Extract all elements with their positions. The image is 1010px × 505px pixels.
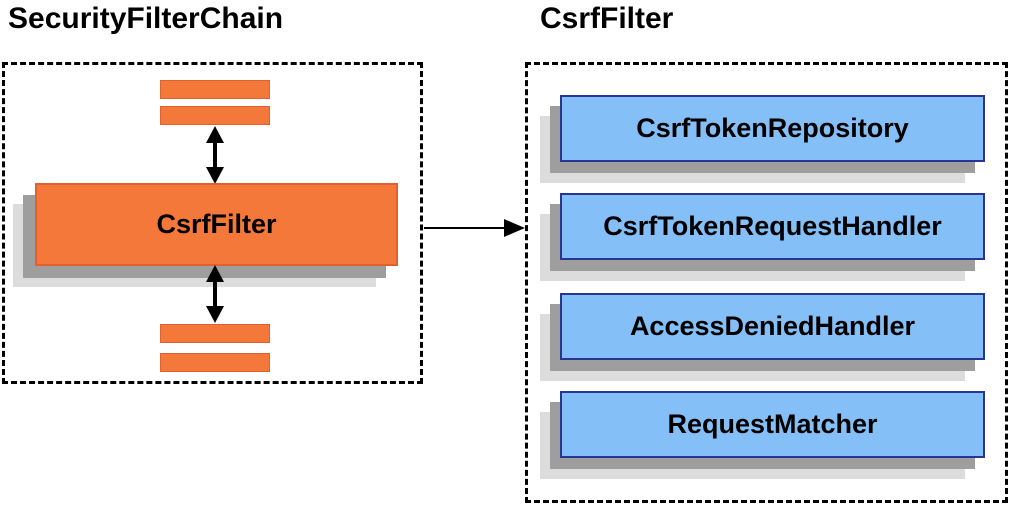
- csrf-filter-node: CsrfFilter: [35, 183, 398, 266]
- bidirectional-arrow-bottom-icon: [206, 265, 224, 323]
- component-csrf-token-repository: CsrfTokenRepository: [560, 95, 985, 162]
- security-filter-chain-title: SecurityFilterChain: [8, 2, 284, 35]
- component-csrf-token-request-handler: CsrfTokenRequestHandler: [560, 193, 985, 260]
- component-label: CsrfTokenRequestHandler: [603, 211, 942, 241]
- security-filter-chain-panel: CsrfFilter: [2, 62, 423, 384]
- csrf-filter-panel: CsrfTokenRepository CsrfTokenRequestHand…: [525, 62, 1008, 503]
- other-filter-bar-bottom-2: [160, 353, 270, 372]
- component-label: AccessDeniedHandler: [629, 311, 916, 341]
- flow-arrow-icon: [424, 219, 525, 237]
- component-label: RequestMatcher: [667, 409, 878, 439]
- component-label: CsrfTokenRepository: [636, 113, 909, 143]
- csrf-filter-node-label: CsrfFilter: [156, 209, 277, 239]
- bidirectional-arrow-top-icon: [206, 126, 224, 184]
- other-filter-bar-bottom-1: [160, 324, 270, 343]
- component-access-denied-handler: AccessDeniedHandler: [560, 293, 985, 360]
- other-filter-bar-top-2: [160, 106, 270, 125]
- other-filter-bar-top-1: [160, 80, 270, 99]
- csrf-filter-title: CsrfFilter: [540, 2, 674, 35]
- component-request-matcher: RequestMatcher: [560, 391, 985, 458]
